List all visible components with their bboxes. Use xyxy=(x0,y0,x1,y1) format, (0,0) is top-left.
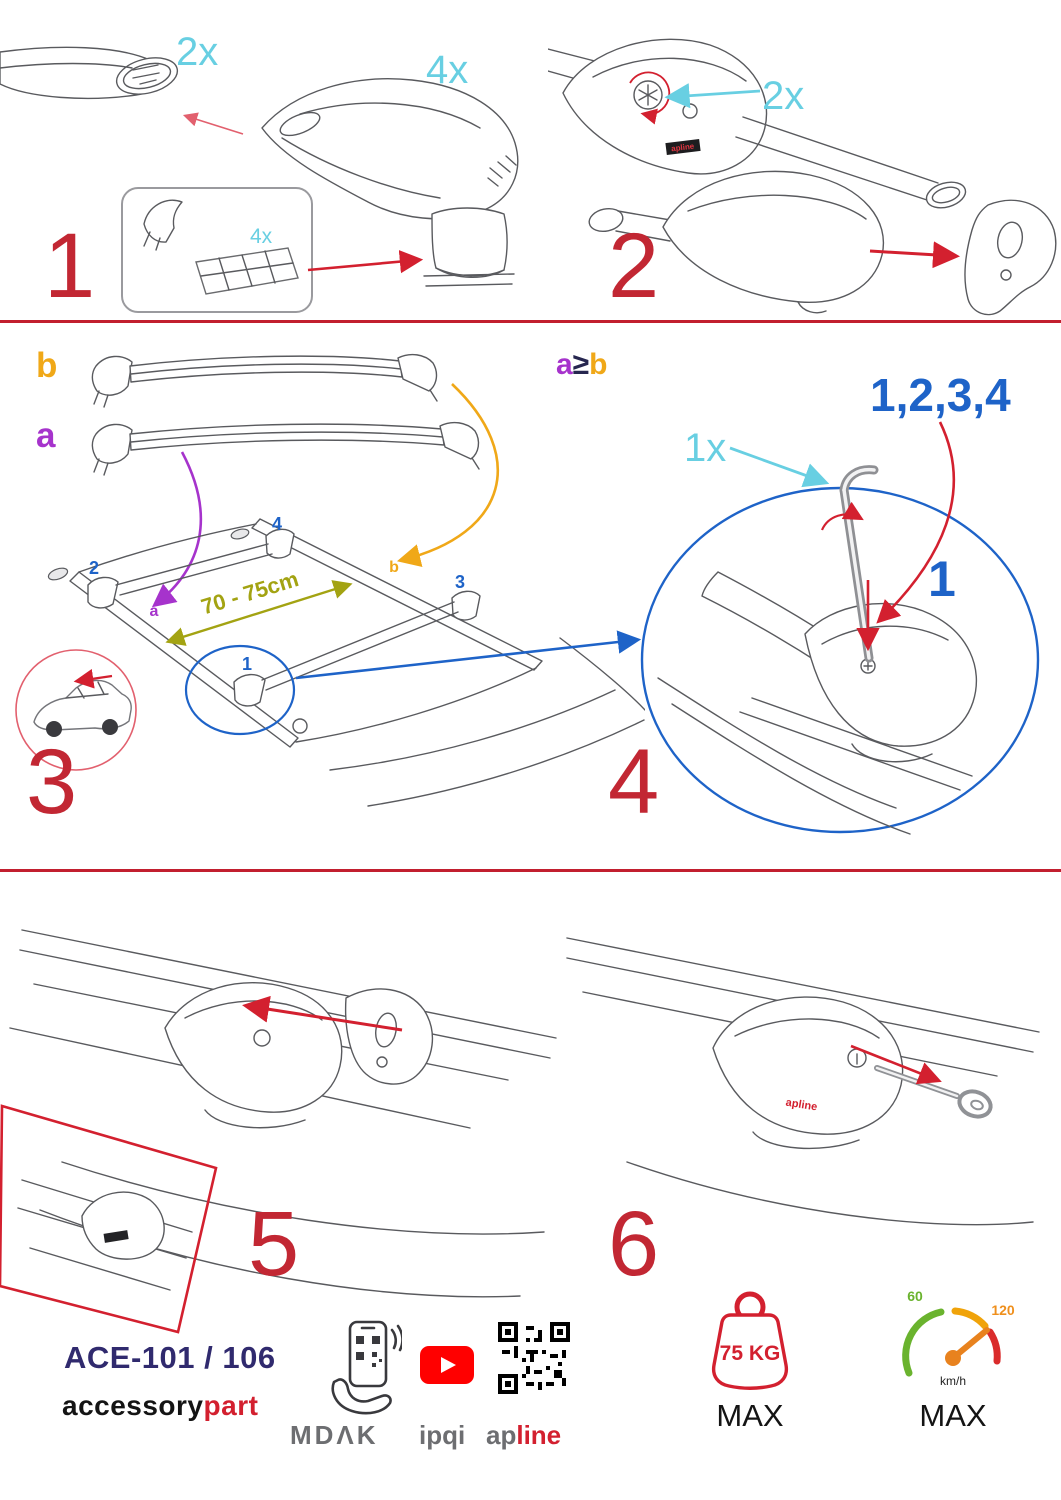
step1-illustration xyxy=(0,46,519,313)
speed-low-label: 60 xyxy=(907,1288,923,1304)
rail-end-cap xyxy=(47,567,69,581)
foot-with-lock: apline xyxy=(712,996,904,1150)
foot-with-cover xyxy=(164,982,343,1129)
step2-illustration: apline xyxy=(548,38,1057,316)
brand-accessory: accessory xyxy=(62,1390,204,1421)
apline-gray: ap xyxy=(486,1420,517,1450)
installed-foot-inset xyxy=(0,1104,218,1334)
distance-dimension-arrow xyxy=(165,580,353,646)
foot-side-view xyxy=(588,170,884,314)
car-direction-arrow xyxy=(73,668,113,689)
bar-pointer-arrow xyxy=(182,112,244,135)
roof-label-b: b xyxy=(389,559,399,576)
crossbar-a xyxy=(91,421,480,476)
rail-end-cap xyxy=(230,528,250,540)
step1-pad-qty-label: 4x xyxy=(250,225,273,248)
step6-number: 6 xyxy=(608,1193,659,1295)
qty-pointer-arrow xyxy=(664,83,761,109)
detail-circle xyxy=(184,644,296,736)
roof-label-a: a xyxy=(150,603,159,620)
condition-operator: ≥ xyxy=(572,348,590,381)
rubber-pad-inset xyxy=(121,187,313,313)
speed-high-label: 120 xyxy=(991,1302,1015,1318)
speed-max-label: MAX xyxy=(919,1398,987,1433)
brand-wordmark: accessorypart xyxy=(62,1390,258,1422)
step2-qty-label: 2x xyxy=(762,74,805,118)
step1-number: 1 xyxy=(44,215,95,317)
weight-max-label: MAX xyxy=(716,1398,784,1433)
brand-label-plate xyxy=(103,1230,129,1243)
roof-pos-2: 2 xyxy=(89,558,99,578)
crossbar-profile xyxy=(0,46,179,100)
step4-illustration xyxy=(640,421,1040,835)
step3-illustration: 70 - 75cm 4 2 3 1 b a xyxy=(15,353,645,807)
step4-number: 4 xyxy=(608,731,659,833)
step3-number: 3 xyxy=(26,731,77,833)
cover-insert-arrow xyxy=(869,241,960,269)
step1-bar-qty-label: 2x xyxy=(176,30,219,74)
tighten-sequence: 1,2,3,4 xyxy=(870,369,1011,421)
step5-number: 5 xyxy=(248,1193,299,1295)
step2-number: 2 xyxy=(608,215,659,317)
partner-ipqi: ipqi xyxy=(419,1420,466,1450)
section-divider-1 xyxy=(0,320,1061,323)
roof-top-view: 70 - 75cm 4 2 3 1 b a xyxy=(47,514,645,807)
step5-illustration xyxy=(0,929,557,1334)
wheel xyxy=(46,721,62,737)
step6-illustration: apline xyxy=(566,937,1040,1226)
roof-pos-4: 4 xyxy=(272,514,282,534)
apline-red: line xyxy=(516,1420,562,1450)
youtube-icon xyxy=(420,1346,474,1384)
brand-mark-step2: apline xyxy=(671,142,696,154)
bar-a-label: a xyxy=(36,416,56,455)
rear-crossbar xyxy=(87,528,295,609)
wheel xyxy=(102,719,118,735)
rotation-arrow xyxy=(820,501,864,531)
car-inset xyxy=(15,649,137,771)
crossbar-b xyxy=(91,353,438,408)
partner-apline: apline xyxy=(486,1420,561,1451)
max-weight-icon: 75 KG xyxy=(711,1291,789,1390)
speed-unit-label: km/h xyxy=(940,1374,966,1388)
grip-texture xyxy=(487,155,517,187)
front-crossbar xyxy=(233,590,481,707)
brand-label-plate xyxy=(665,138,701,156)
tool-pointer-arrow xyxy=(729,446,830,488)
bar-b-position-arrow xyxy=(396,383,499,568)
weight-value: 75 KG xyxy=(720,1342,781,1365)
bar-b-label: b xyxy=(36,346,58,385)
roof-pos-1: 1 xyxy=(242,654,252,674)
distance-label: 70 - 75cm xyxy=(198,566,301,619)
phone-qr-pixels xyxy=(356,1336,382,1367)
scan-phone-icon xyxy=(331,1320,402,1415)
rubber-pad xyxy=(195,247,299,295)
condition-a-ge-b: a≥b xyxy=(556,350,607,380)
product-model: ACE-101 / 106 xyxy=(64,1340,276,1375)
brand-part: part xyxy=(203,1390,259,1421)
bar-a-position-arrow xyxy=(151,451,203,608)
detail-link-arrow xyxy=(295,630,642,680)
condition-a: a xyxy=(556,348,573,381)
cover-piece xyxy=(344,988,434,1085)
clamp-foot xyxy=(261,78,519,287)
sequence-arrow xyxy=(876,421,955,624)
qr-code-icon xyxy=(498,1322,570,1394)
step4-tool-qty: 1x xyxy=(684,426,727,470)
brand-mark-step6: apline xyxy=(785,1097,818,1114)
roof-pos-3: 3 xyxy=(455,572,465,592)
pad-to-foot-arrow xyxy=(307,249,424,274)
step4-position-1: 1 xyxy=(928,551,956,607)
key-insert-arrow xyxy=(850,1044,942,1085)
section-divider-2 xyxy=(0,869,1061,872)
step1-foot-qty-label: 4x xyxy=(426,48,469,92)
cover-slide-arrow xyxy=(242,995,403,1032)
foot-closeup xyxy=(657,571,978,835)
condition-b: b xyxy=(589,348,608,381)
cover-piece xyxy=(964,199,1057,316)
max-speed-icon: 60 120 km/h xyxy=(902,1288,1015,1388)
partner-mdak: MDΛK xyxy=(290,1420,379,1450)
